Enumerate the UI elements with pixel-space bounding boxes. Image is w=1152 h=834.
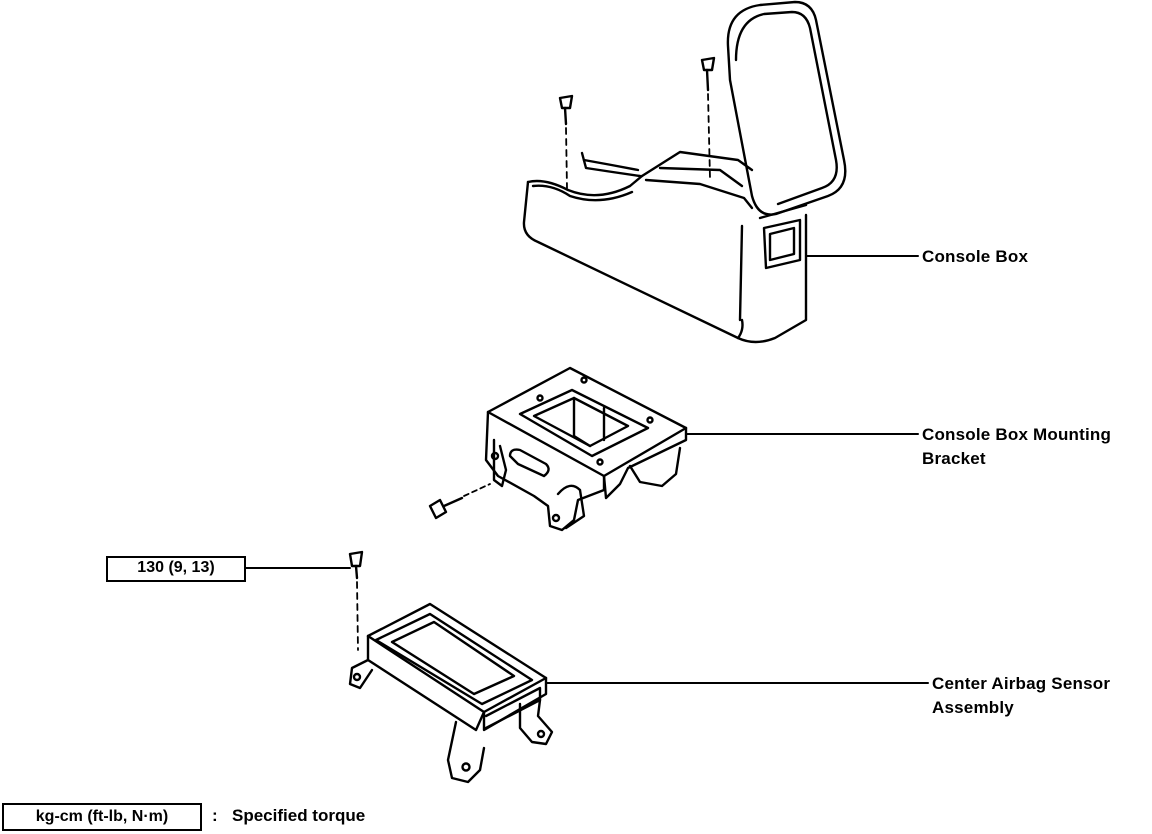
label-console-box: Console Box: [922, 247, 1029, 266]
legend-units-box: kg-cm (ft-lb, N·m): [2, 803, 202, 831]
label-bracket-line1: Console Box Mounting: [922, 425, 1112, 444]
center-airbag-sensor-assembly: [348, 550, 554, 784]
legend-description: Specified torque: [232, 806, 366, 825]
label-bracket-line2: Bracket: [922, 449, 986, 468]
legend-separator: :: [212, 806, 218, 825]
label-sensor-line1: Center Airbag Sensor: [932, 674, 1111, 693]
console-box-mounting-bracket: [428, 366, 688, 532]
label-sensor-line2: Assembly: [932, 698, 1014, 717]
console-box: [522, 0, 847, 344]
torque-spec-box: 130 (9, 13): [106, 556, 246, 582]
